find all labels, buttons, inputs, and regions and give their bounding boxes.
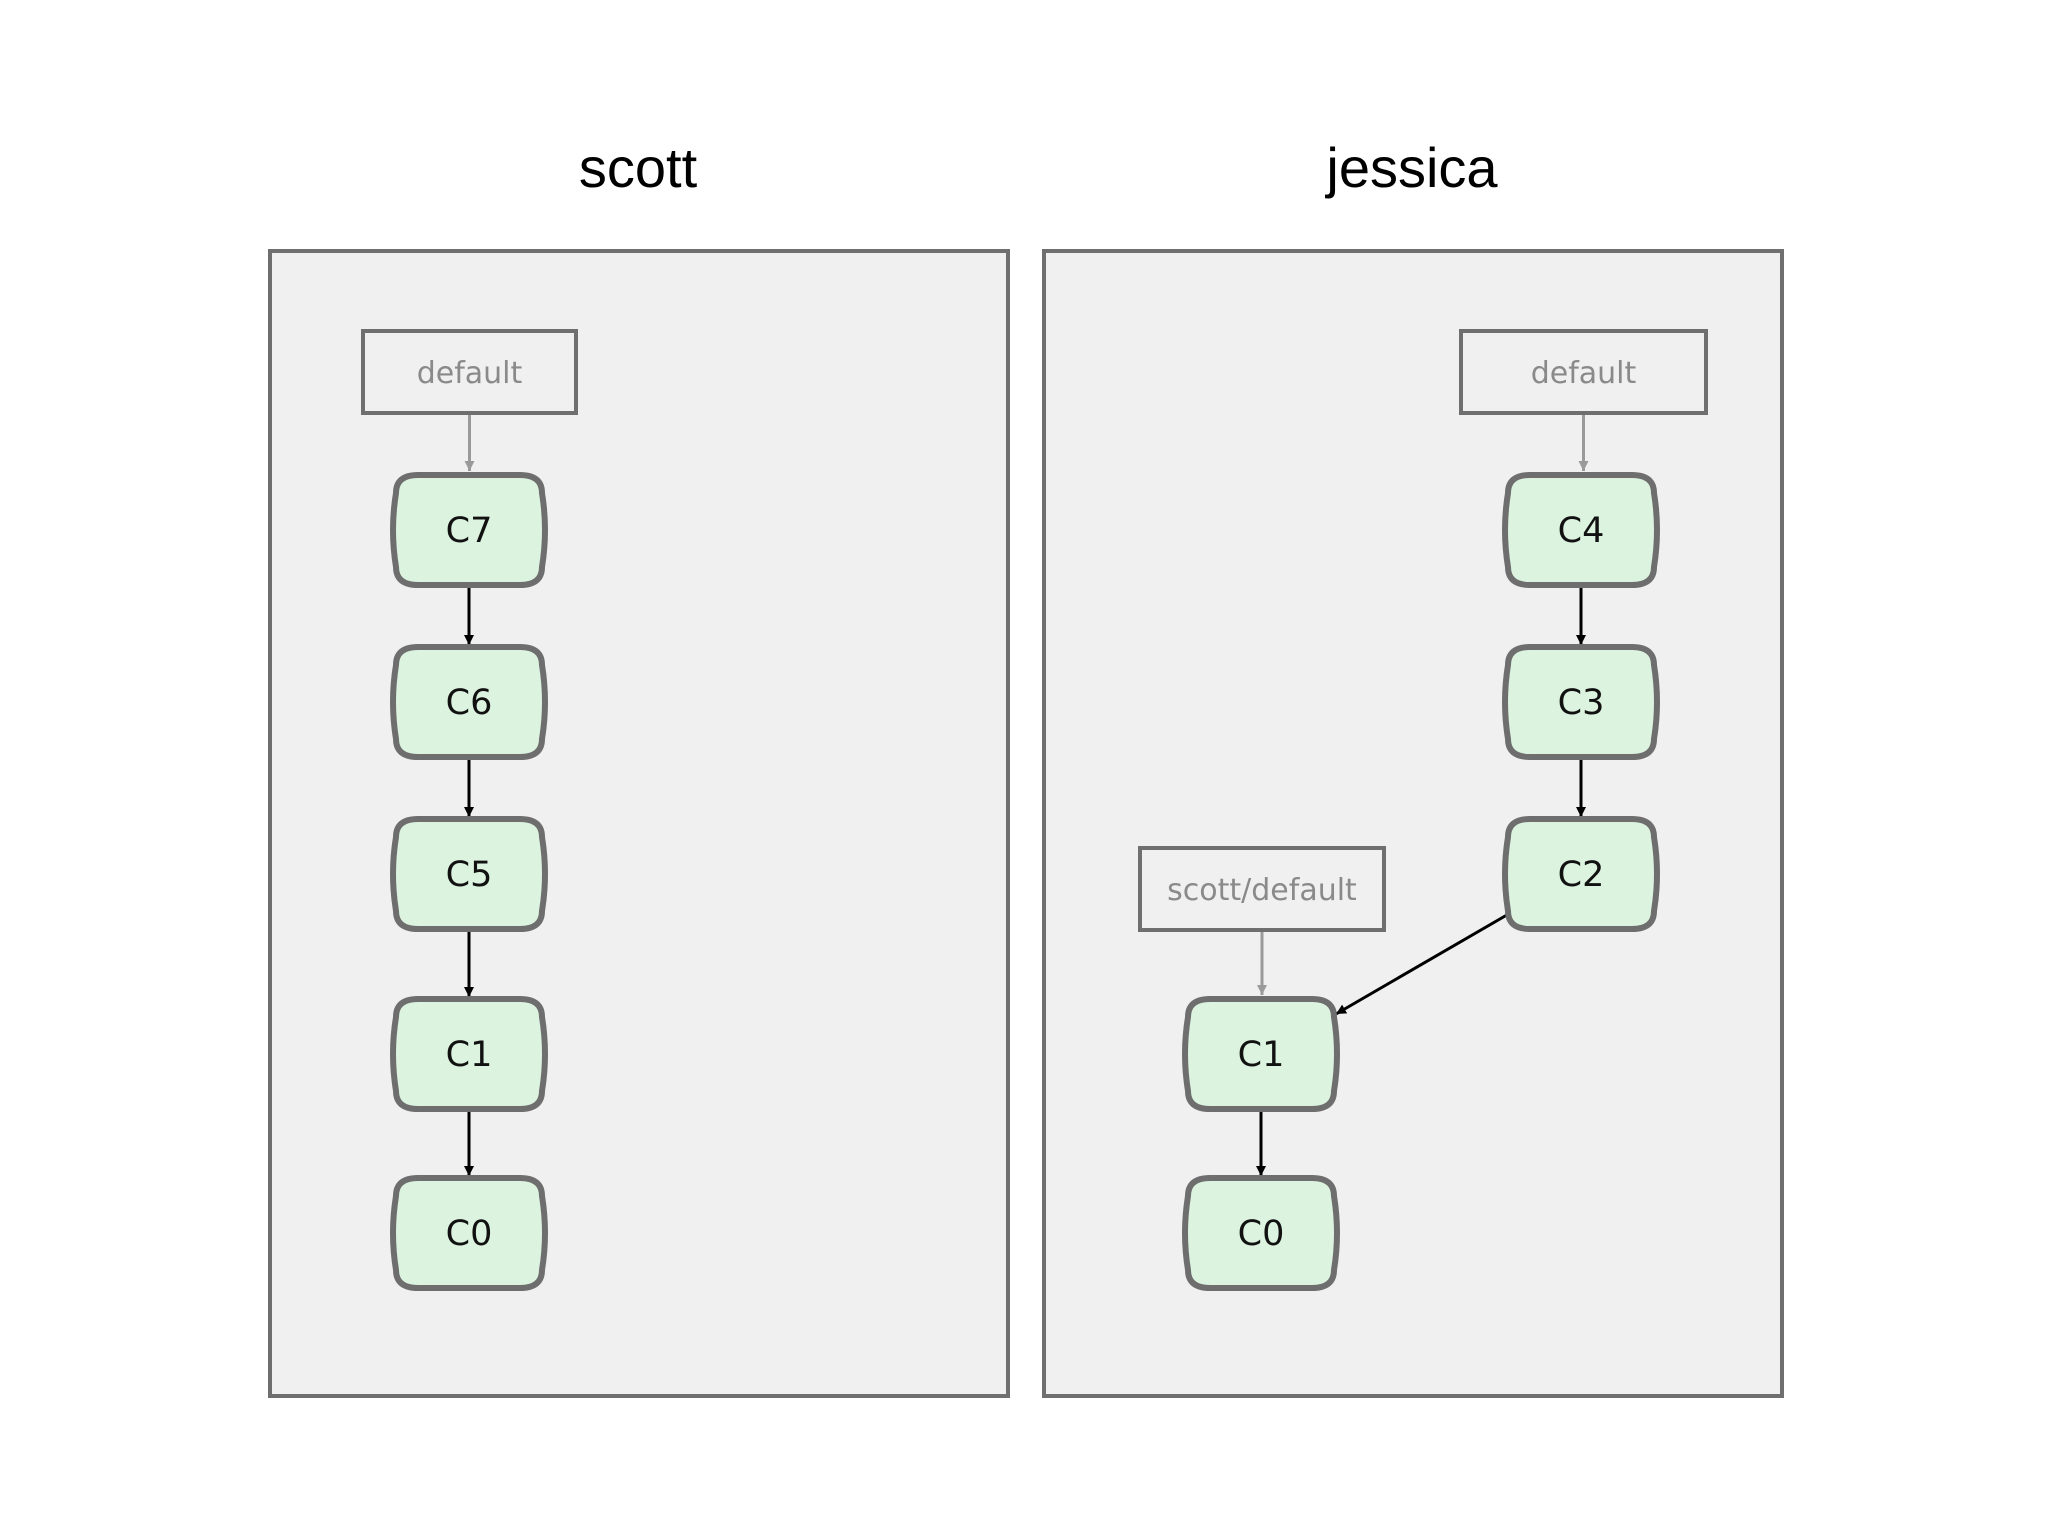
ref-box-jessica-default: [1459, 329, 1708, 415]
commit-node-jessica-c3: [1502, 644, 1660, 760]
commit-label-jessica-c2: C2: [1558, 855, 1605, 895]
commit-node-scott-c0: [390, 1175, 548, 1291]
ref-box-scott-default: [361, 329, 578, 415]
panel-title-scott: scott: [578, 136, 698, 199]
commit-node-scott-c6: [390, 644, 548, 760]
commit-node-jessica-c4: [1502, 472, 1660, 588]
commit-label-jessica-c1: C1: [1238, 1035, 1285, 1075]
commit-node-jessica-c0: [1182, 1175, 1340, 1291]
commit-node-scott-c5: [390, 816, 548, 932]
commit-node-scott-c1: [390, 996, 548, 1112]
ref-label-scott-default: default: [417, 356, 523, 391]
panel-scott: [268, 249, 1010, 1398]
ref-box-jessica-scott-default: [1138, 846, 1386, 932]
commit-node-scott-c7: [390, 472, 548, 588]
ref-label-jessica-scott-default: scott/default: [1167, 873, 1357, 908]
commit-label-scott-c6: C6: [446, 683, 493, 723]
commit-label-scott-c1: C1: [446, 1035, 493, 1075]
commit-label-jessica-c3: C3: [1558, 683, 1605, 723]
commit-node-jessica-c1: [1182, 996, 1340, 1112]
panel-jessica: [1042, 249, 1784, 1398]
ref-label-jessica-default: default: [1531, 356, 1637, 391]
commit-label-jessica-c0: C0: [1238, 1214, 1285, 1254]
commit-label-scott-c7: C7: [446, 511, 493, 551]
commit-node-jessica-c2: [1502, 816, 1660, 932]
commit-label-scott-c5: C5: [446, 855, 493, 895]
panel-title-jessica: jessica: [1326, 136, 1498, 199]
commit-label-scott-c0: C0: [446, 1214, 493, 1254]
edge-jessica-c2-to-c1: [1335, 910, 1513, 1016]
commit-label-jessica-c4: C4: [1558, 511, 1605, 551]
